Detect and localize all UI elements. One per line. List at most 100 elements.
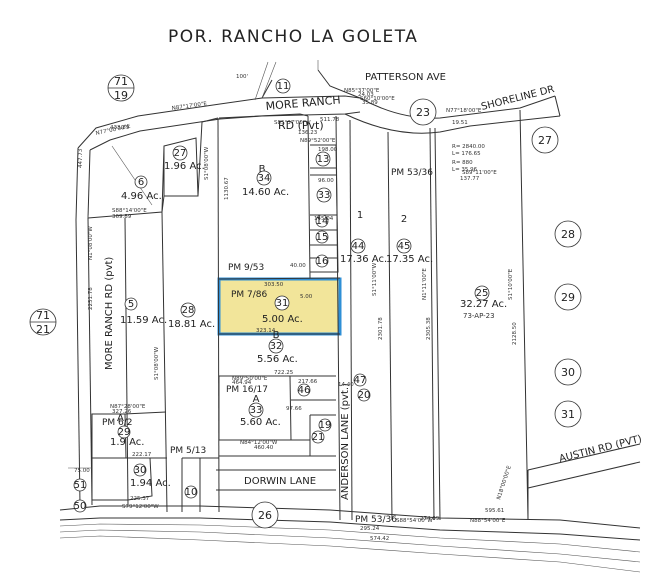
svg-text:S1°11'00"W: S1°11'00"W [372, 262, 378, 296]
adjacent-page-28[interactable]: 28 [554, 220, 582, 248]
parcel-5[interactable]: 5 11.59 Ac. [120, 297, 167, 326]
svg-text:26: 26 [258, 509, 272, 522]
plat-ref-pm-9-53: PM 9/53 [228, 263, 264, 273]
parcel-27[interactable]: 27 1.96 Ac. [164, 145, 205, 172]
small-parcel-47[interactable]: 47 [353, 373, 367, 387]
road-label-austin: AUSTIN RD (PVT) [558, 434, 643, 465]
svg-text:595.61: 595.61 [485, 508, 504, 514]
parcel-31[interactable]: 31 5.00 Ac. [262, 295, 303, 325]
small-parcel-21[interactable]: 21 [311, 430, 325, 444]
plat-ref-pm-6-2: PM 6/2 [102, 418, 133, 428]
svg-text:137.77: 137.77 [460, 176, 480, 182]
svg-text:31: 31 [276, 298, 289, 309]
small-parcel-20[interactable]: 20 [357, 388, 371, 402]
parcel-29[interactable]: A 29 1.9 Ac. [110, 413, 144, 448]
svg-text:295.24: 295.24 [360, 526, 380, 532]
small-parcel-51[interactable]: 51 [73, 478, 87, 492]
adjacent-page-31[interactable]: 31 [554, 400, 582, 428]
svg-text:217.66: 217.66 [298, 379, 318, 385]
book-page-ref-71-19[interactable]: 71 19 [107, 74, 135, 102]
svg-text:19: 19 [319, 420, 332, 431]
plat-ref-pm-16-17: PM 16/17 [226, 385, 268, 395]
svg-text:21: 21 [36, 323, 50, 336]
svg-text:4.96 Ac.: 4.96 Ac. [121, 191, 162, 202]
small-parcel-15[interactable]: 15 [315, 230, 329, 244]
parcel-28[interactable]: 28 18.81 Ac. [168, 302, 215, 330]
svg-text:R= 2840.00: R= 2840.00 [452, 144, 485, 150]
small-parcel-11[interactable]: 11 [275, 78, 291, 94]
parcel-25[interactable]: 25 32.27 Ac. [460, 285, 507, 310]
plat-ref-73-ap-23: 73-AP-23 [463, 312, 495, 320]
svg-text:5.00: 5.00 [300, 294, 313, 300]
svg-text:464.94: 464.94 [232, 380, 252, 386]
small-parcel-13[interactable]: 13 [315, 151, 331, 167]
svg-text:303.50: 303.50 [264, 282, 284, 288]
small-parcel-33-small[interactable]: 33 [316, 187, 332, 203]
svg-text:46: 46 [298, 385, 311, 396]
svg-text:18.81 Ac.: 18.81 Ac. [168, 319, 215, 330]
svg-text:23: 23 [416, 106, 430, 119]
svg-text:1.94 Ac.: 1.94 Ac. [130, 478, 171, 489]
plat-ref-pm-53-36-top: PM 53/36 [391, 168, 433, 178]
svg-text:1.9 Ac.: 1.9 Ac. [110, 437, 144, 448]
svg-text:47: 47 [354, 375, 367, 386]
svg-text:28: 28 [561, 228, 575, 241]
svg-text:10: 10 [185, 487, 198, 498]
small-parcel-10[interactable]: 10 [184, 485, 198, 499]
small-parcel-46[interactable]: 46 [297, 383, 311, 397]
svg-text:32.27 Ac.: 32.27 Ac. [460, 299, 507, 310]
svg-text:1: 1 [357, 210, 363, 221]
misc-100: 100' [236, 74, 248, 80]
parcel-6[interactable]: 6 4.96 Ac. [121, 175, 162, 202]
svg-text:225.37: 225.37 [130, 496, 150, 502]
svg-text:447.73: 447.73 [78, 148, 84, 168]
svg-text:75.00: 75.00 [74, 468, 90, 474]
svg-text:N1°08'00"W: N1°08'00"W [88, 226, 94, 260]
svg-text:L= 35.96: L= 35.96 [452, 167, 478, 173]
svg-text:24.03: 24.03 [358, 92, 374, 98]
svg-text:45: 45 [398, 241, 411, 252]
svg-text:A: A [253, 394, 260, 405]
svg-text:29: 29 [561, 291, 575, 304]
svg-text:16: 16 [316, 256, 329, 267]
small-parcel-16[interactable]: 16 [315, 254, 329, 268]
svg-text:71: 71 [114, 75, 128, 88]
svg-text:31: 31 [561, 408, 575, 421]
svg-text:5: 5 [128, 299, 134, 310]
svg-text:N1°11'00"E: N1°11'00"E [422, 268, 428, 300]
parcel-45[interactable]: 2 45 17.35 Ac. [386, 214, 433, 265]
small-parcel-50[interactable]: 50 [73, 499, 87, 513]
svg-text:30: 30 [134, 465, 147, 476]
svg-text:33: 33 [318, 190, 331, 201]
small-parcel-14[interactable]: 14 [315, 214, 329, 228]
svg-text:323.14: 323.14 [256, 328, 276, 334]
road-label-more-ranch-vertical: MORE RANCH RD (pvt) [104, 257, 115, 370]
svg-text:2: 2 [401, 214, 407, 225]
svg-text:27: 27 [174, 148, 187, 159]
svg-text:198.00: 198.00 [318, 147, 338, 153]
svg-text:21: 21 [312, 432, 325, 443]
parcel-30[interactable]: 30 1.94 Ac. [130, 463, 171, 489]
svg-text:145.04: 145.04 [314, 216, 334, 222]
svg-text:6: 6 [138, 177, 144, 188]
adjacent-page-30[interactable]: 30 [554, 358, 582, 386]
parcel-33-large[interactable]: A 33 5.60 Ac. [240, 394, 281, 428]
dimension-labels: 433.89 447.73 369.89 327.26 222.17 225.3… [74, 92, 518, 542]
adjacent-page-29[interactable]: 29 [554, 283, 582, 311]
book-page-ref-71-21[interactable]: 71 21 [29, 308, 57, 336]
svg-text:B: B [259, 164, 266, 175]
svg-text:N18°00'00"E: N18°00'00"E [496, 465, 513, 501]
svg-text:27: 27 [538, 134, 552, 147]
adjacent-page-27[interactable]: 27 [531, 126, 559, 154]
svg-text:N87°28'00"E: N87°28'00"E [110, 404, 146, 410]
parcel-34[interactable]: B 34 14.60 Ac. [242, 164, 289, 198]
small-parcel-19[interactable]: 19 [318, 418, 332, 432]
svg-text:511.78: 511.78 [320, 117, 340, 123]
parcel-44[interactable]: 1 44 17.36 Ac. [340, 210, 387, 265]
parcel-32[interactable]: B 32 5.56 Ac. [257, 330, 298, 365]
svg-text:11: 11 [277, 81, 290, 92]
adjacent-page-23[interactable]: 23 [409, 98, 437, 126]
adjacent-page-26[interactable]: 26 [251, 501, 279, 529]
svg-text:14.40: 14.40 [338, 382, 354, 388]
road-label-more-ranch-1: MORE RANCH [265, 93, 341, 113]
